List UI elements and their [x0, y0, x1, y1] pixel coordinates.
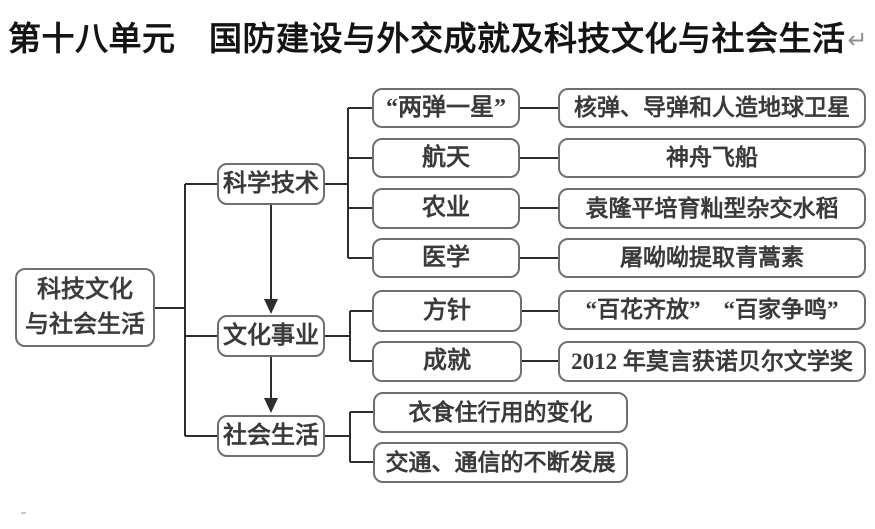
- sub-node-two-bombs-one-satellite: “两弹一星”: [372, 88, 520, 128]
- sub-node-aerospace: 航天: [372, 138, 520, 178]
- arrow-down-icon: [264, 398, 278, 413]
- sub-node-medicine: 医学: [372, 238, 520, 278]
- page-title: 第十八单元 国防建设与外交成就及科技文化与社会生活↵: [8, 12, 868, 60]
- detail-node-hybrid-rice: 袁隆平培育籼型杂交水稻: [558, 188, 866, 229]
- arrow-down-icon: [264, 299, 278, 314]
- branch-node-culture: 文化事业: [217, 315, 325, 357]
- detail-node-daily-life-changes: 衣食住行用的变化: [373, 392, 628, 433]
- sub-node-achievement: 成就: [372, 341, 522, 382]
- page-speck-artifact: [21, 512, 26, 514]
- detail-node-shenzhou: 神舟飞船: [558, 138, 866, 178]
- root-label-line2: 与社会生活: [25, 310, 145, 338]
- root-label-line1: 科技文化: [37, 275, 133, 303]
- detail-node-moyan-nobel: 2012 年莫言获诺贝尔文学奖: [558, 341, 866, 382]
- sub-node-policy: 方针: [372, 290, 522, 332]
- detail-node-transport-communication: 交通、通信的不断发展: [373, 442, 628, 483]
- detail-node-nuclear-missile-satellite: 核弹、导弹和人造地球卫星: [558, 88, 866, 128]
- branch-node-social-life: 社会生活: [217, 415, 325, 457]
- sub-node-agriculture: 农业: [372, 188, 520, 229]
- root-node-keji-wenhua: 科技文化 与社会生活: [15, 268, 155, 347]
- detail-node-artemisinin: 屠呦呦提取青蒿素: [558, 238, 866, 278]
- branch-node-science-tech: 科学技术: [217, 163, 325, 205]
- detail-node-hundred-flowers: “百花齐放” “百家争鸣”: [558, 290, 866, 330]
- unit-title-text: 第十八单元 国防建设与外交成就及科技文化与社会生活: [8, 20, 846, 57]
- paragraph-return-icon: ↵: [847, 26, 869, 54]
